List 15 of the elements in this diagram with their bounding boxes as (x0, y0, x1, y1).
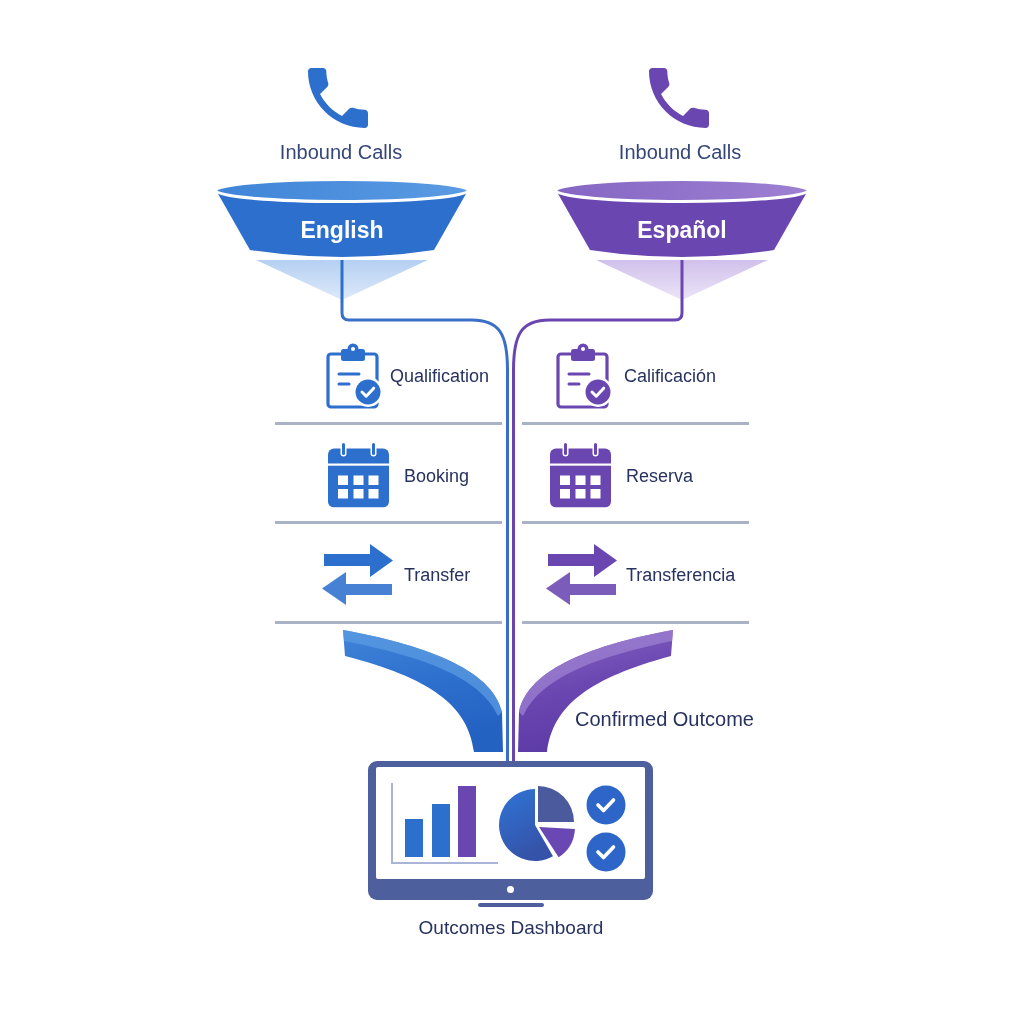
funnel-label: English (300, 217, 384, 243)
step-label: Reserva (626, 464, 694, 487)
step-label: Qualification (390, 365, 490, 388)
channel-heading: Inbound Calls (279, 140, 403, 164)
funnel-label: Español (637, 217, 727, 243)
step-label: Transferencia (626, 564, 736, 587)
outcome-label: Confirmed Outcome (575, 707, 754, 731)
flow-line (340, 303, 509, 761)
step-label: Calificación (624, 365, 717, 388)
monitor-caption: Outcomes Dashboard (418, 916, 604, 940)
flow-line (512, 303, 684, 761)
step-label: Transfer (404, 564, 471, 587)
channel-heading: Inbound Calls (618, 140, 742, 164)
dashboard-monitor (368, 761, 653, 907)
step-label: Booking (404, 464, 470, 487)
